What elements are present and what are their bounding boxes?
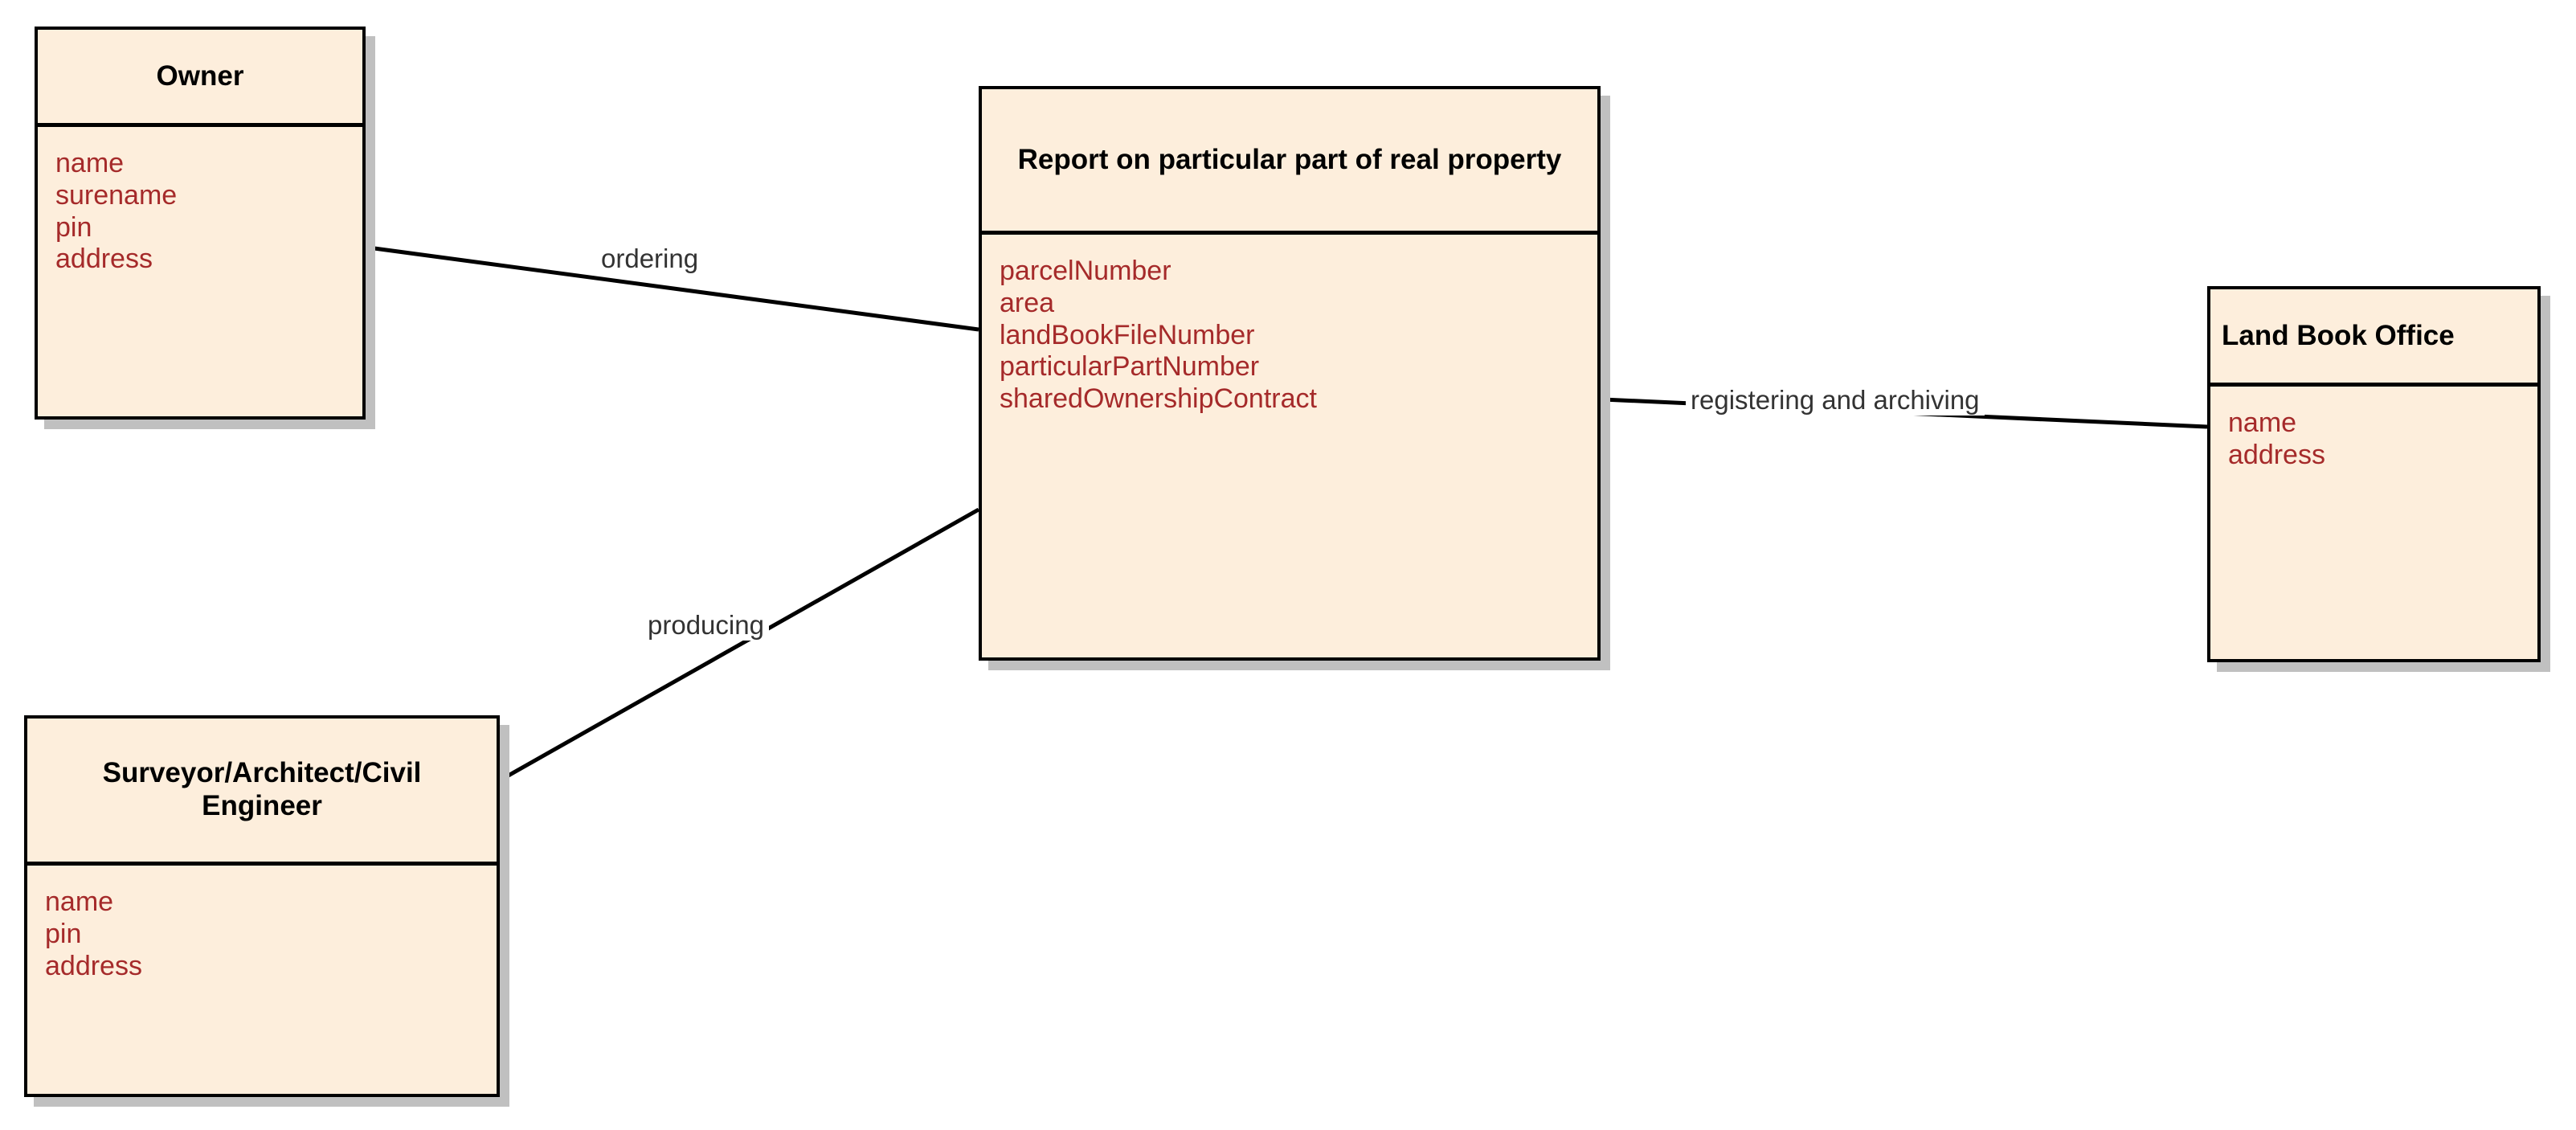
class-title-compartment: Land Book Office <box>2210 289 2537 387</box>
attribute-item: name <box>2228 407 2297 438</box>
attribute-item: particularPartNumber <box>1000 351 1260 383</box>
association-label-ordering: ordering <box>596 243 704 274</box>
uml-class-report-on-particular-part-of-real-property[interactable]: Report on particular part of real proper… <box>979 86 1601 661</box>
uml-class-surveyor-architect-civil-engineer[interactable]: Surveyor/Architect/Civil Engineer name p… <box>24 715 500 1097</box>
association-label-registering-and-archiving: registering and archiving <box>1686 384 1985 416</box>
class-title-compartment: Surveyor/Architect/Civil Engineer <box>27 719 497 866</box>
uml-class-owner[interactable]: Owner name surename pin address <box>35 27 366 420</box>
association-label-producing: producing <box>643 609 769 641</box>
class-name-land-book-office: Land Book Office <box>2222 319 2455 351</box>
attribute-item: landBookFileNumber <box>1000 319 1255 350</box>
attribute-item: surename <box>55 179 178 211</box>
attribute-item: name <box>45 886 114 917</box>
attribute-item: address <box>45 950 142 981</box>
attribute-item: address <box>2228 439 2325 470</box>
class-name-owner: Owner <box>156 59 244 92</box>
class-attributes-compartment: parcelNumber area landBookFileNumber par… <box>982 235 1597 657</box>
class-attributes-compartment: name surename pin address <box>38 127 362 416</box>
class-name-surveyor: Surveyor/Architect/Civil Engineer <box>102 757 422 821</box>
attribute-item: area <box>1000 287 1055 318</box>
attribute-item: name <box>55 148 125 178</box>
attribute-item: address <box>55 244 153 275</box>
attribute-item: pin <box>55 211 92 243</box>
attribute-item: pin <box>45 918 82 949</box>
association-line-producing[interactable] <box>498 507 980 783</box>
class-attributes-compartment: name pin address <box>27 866 497 1094</box>
attribute-item: parcelNumber <box>1000 256 1171 286</box>
class-attributes-compartment: name address <box>2210 387 2537 659</box>
uml-class-land-book-office[interactable]: Land Book Office name address <box>2207 286 2541 662</box>
class-title-compartment: Report on particular part of real proper… <box>982 89 1597 235</box>
attribute-item: sharedOwnershipContract <box>1000 383 1317 415</box>
class-title-compartment: Owner <box>38 30 362 127</box>
class-name-report: Report on particular part of real proper… <box>1017 143 1562 175</box>
